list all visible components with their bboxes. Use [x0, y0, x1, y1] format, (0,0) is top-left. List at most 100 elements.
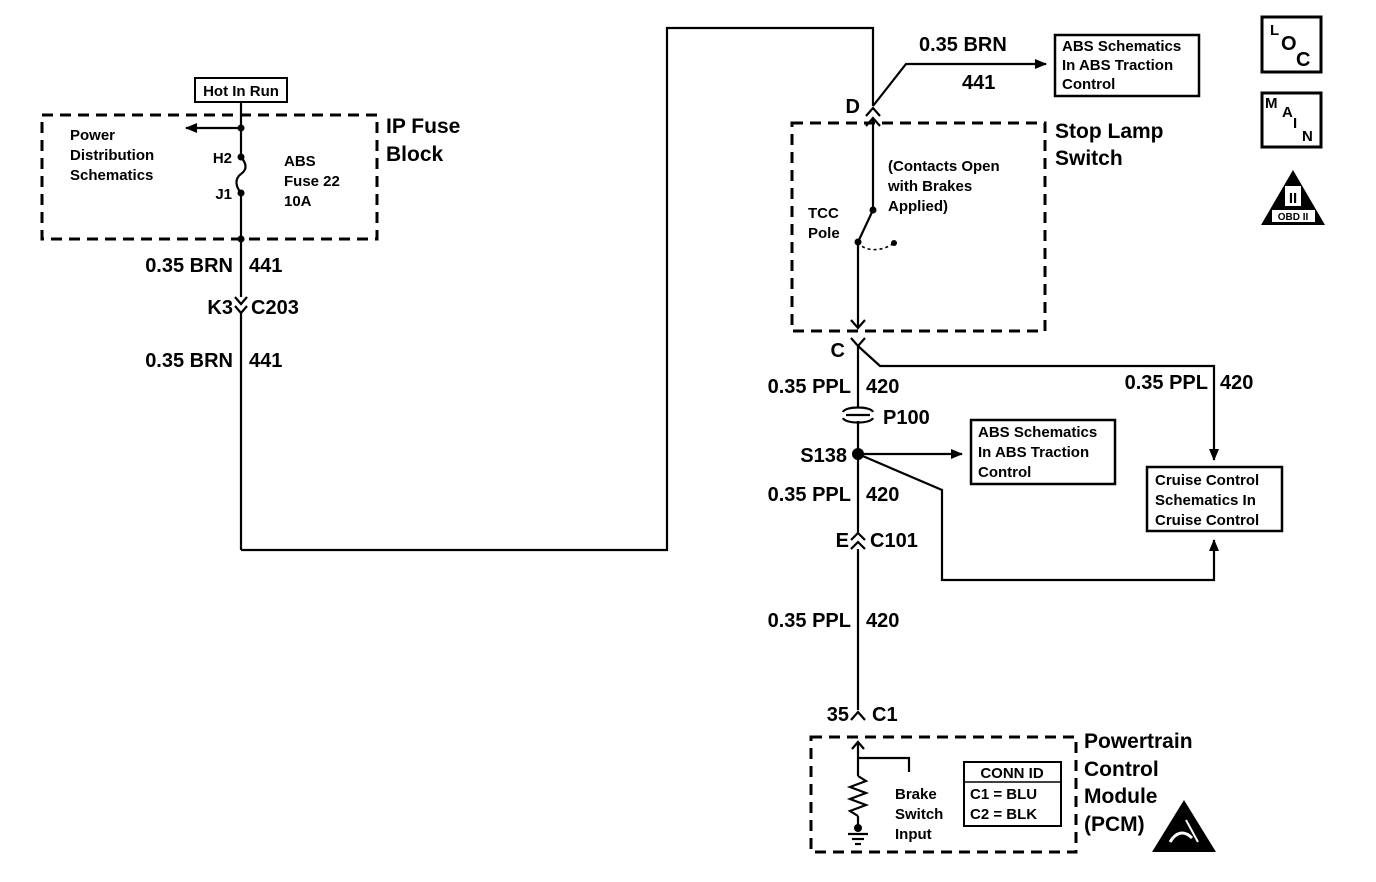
svg-text:L: L [1270, 22, 1279, 39]
ppl-wire-3-color: 0.35 PPL [768, 610, 851, 632]
pull-down-resistor [846, 775, 870, 817]
svg-text:I: I [1293, 115, 1297, 132]
esd-warning-icon [1152, 800, 1216, 852]
ppl-right-color: 0.35 PPL [1125, 372, 1208, 394]
fuse-pin-h2: H2 [213, 150, 232, 167]
tcc-pole-label-2: Pole [808, 225, 840, 242]
c101-id: C101 [870, 530, 918, 552]
tcc-pole-label-1: TCC [808, 205, 839, 222]
abs-fuse-label-3: 10A [284, 193, 312, 210]
svg-text:OBD II: OBD II [1278, 212, 1309, 223]
pcm-title-1: Powertrain [1084, 730, 1193, 753]
conn-id-table [963, 761, 1062, 827]
ip-fuse-block: Hot In Run IP Fuse Block Power Distribut… [40, 77, 460, 243]
switch-bottom-arrow [850, 319, 866, 330]
switch-travel-dashed [857, 241, 895, 251]
abs-box-mid-line-1: ABS Schematics [978, 424, 1097, 441]
stop-lamp-switch: Stop Lamp Switch D (Contacts Open with B… [790, 96, 1164, 362]
abs-box-top-line-1: ABS Schematics [1062, 38, 1181, 55]
stop-lamp-switch-title-1: Stop Lamp [1055, 120, 1164, 143]
pcm-input-arrow [851, 740, 865, 750]
abs-box-mid-line-3: Control [978, 464, 1031, 481]
svg-text:C: C [1296, 49, 1310, 71]
pin-c-label: C [831, 340, 845, 362]
fuse-22-symbol [235, 156, 247, 194]
pcm-outline [809, 735, 1078, 854]
hot-in-run-label: Hot In Run [203, 83, 279, 100]
power-distribution-label-3: Schematics [70, 167, 153, 184]
c203-connector-symbol [234, 296, 248, 315]
svg-text:A: A [1282, 104, 1293, 121]
brake-switch-input-2: Switch [895, 806, 943, 823]
abs-box-mid-line-2: In ABS Traction [978, 444, 1089, 461]
ip-fuse-block-title-2: Block [386, 143, 444, 166]
svg-text:N: N [1302, 128, 1313, 145]
svg-text:II: II [1289, 190, 1297, 207]
c1-id: C1 [872, 704, 898, 726]
ppl-420-circuit: 0.35 PPL 420 0.35 PPL 420 P100 S138 ABS … [768, 345, 1284, 726]
p100-label: P100 [883, 407, 930, 429]
c101-connector-symbol [850, 531, 866, 550]
brn-441-top-branch: 0.35 BRN 441 ABS Schematics In ABS Tract… [872, 33, 1201, 107]
c1-connector-symbol [850, 710, 866, 721]
switch-blade [857, 209, 874, 243]
powertrain-control-module: Powertrain Control Module (PCM) Brake Sw… [809, 730, 1216, 854]
switch-note-3: Applied) [888, 198, 948, 215]
brn-wire-crossover [241, 26, 875, 552]
conn-id-c2: C2 = BLK [970, 806, 1037, 823]
switch-open-contact [891, 240, 897, 246]
ppl-wire-3-circuit: 420 [866, 610, 899, 632]
ppl-right-circuit: 420 [1220, 372, 1253, 394]
brn-wire-2-color: 0.35 BRN [145, 350, 233, 372]
ip-fuse-block-title-1: IP Fuse [386, 115, 460, 138]
pin-c-connector-symbol [850, 337, 866, 348]
pcm-input-tap [858, 756, 911, 772]
abs-fuse-label-1: ABS [284, 153, 316, 170]
conn-id-c1: C1 = BLU [970, 786, 1037, 803]
c203-pin: K3 [207, 297, 233, 319]
ppl-wire-2-color: 0.35 PPL [768, 484, 851, 506]
pcm-title-3: Module [1084, 785, 1158, 808]
cruise-control-box[interactable] [1145, 465, 1284, 533]
s138-cruise-branch [857, 452, 1219, 582]
ppl-wire-2-circuit: 420 [866, 484, 899, 506]
abs-schematics-box-top[interactable] [1053, 33, 1201, 98]
switch-note-1: (Contacts Open [888, 158, 1000, 175]
conn-id-title: CONN ID [980, 765, 1044, 782]
ppl-cruise-feed-wire [857, 345, 1219, 461]
stop-lamp-switch-title-2: Switch [1055, 147, 1123, 170]
cruise-box-line-2: Schematics In [1155, 492, 1256, 509]
abs-box-top-line-2: In ABS Traction [1062, 57, 1173, 74]
abs-schematics-box-mid[interactable] [969, 418, 1117, 486]
c203-id: C203 [251, 297, 299, 319]
brake-switch-input-3: Input [895, 826, 932, 843]
brn-top-color: 0.35 BRN [919, 34, 1007, 56]
c101-pin: E [836, 530, 849, 552]
brn-wire-1-color: 0.35 BRN [145, 255, 233, 277]
svg-text:O: O [1281, 33, 1297, 55]
abs-fuse-label-2: Fuse 22 [284, 173, 340, 190]
block-exit-dot [237, 235, 245, 243]
brn-top-circuit: 441 [962, 72, 995, 94]
brn-441-left-run: 0.35 BRN 441 K3 C203 0.35 BRN 441 [145, 26, 875, 552]
pcm-title-4: (PCM) [1084, 813, 1145, 836]
svg-text:M: M [1265, 95, 1278, 112]
brake-switch-input-1: Brake [895, 786, 937, 803]
obd-ii-icon[interactable]: II OBD II [1261, 170, 1325, 225]
brn-wire-1-circuit: 441 [249, 255, 282, 277]
c1-pin: 35 [827, 704, 849, 726]
brn-wire-2-circuit: 441 [249, 350, 282, 372]
power-distribution-label-2: Distribution [70, 147, 154, 164]
pin-d-label: D [846, 96, 860, 118]
cruise-box-line-3: Cruise Control [1155, 512, 1259, 529]
fuse-pin-j1: J1 [215, 186, 232, 203]
cruise-box-line-1: Cruise Control [1155, 472, 1259, 489]
ppl-wire-1-color: 0.35 PPL [768, 376, 851, 398]
pcm-title-2: Control [1084, 758, 1159, 781]
power-distribution-label-1: Power [70, 127, 115, 144]
loc-icon[interactable]: L O C [1260, 15, 1323, 74]
ground-node [854, 824, 862, 832]
abs-box-top-line-3: Control [1062, 76, 1115, 93]
main-icon[interactable]: M A I N [1260, 91, 1323, 149]
